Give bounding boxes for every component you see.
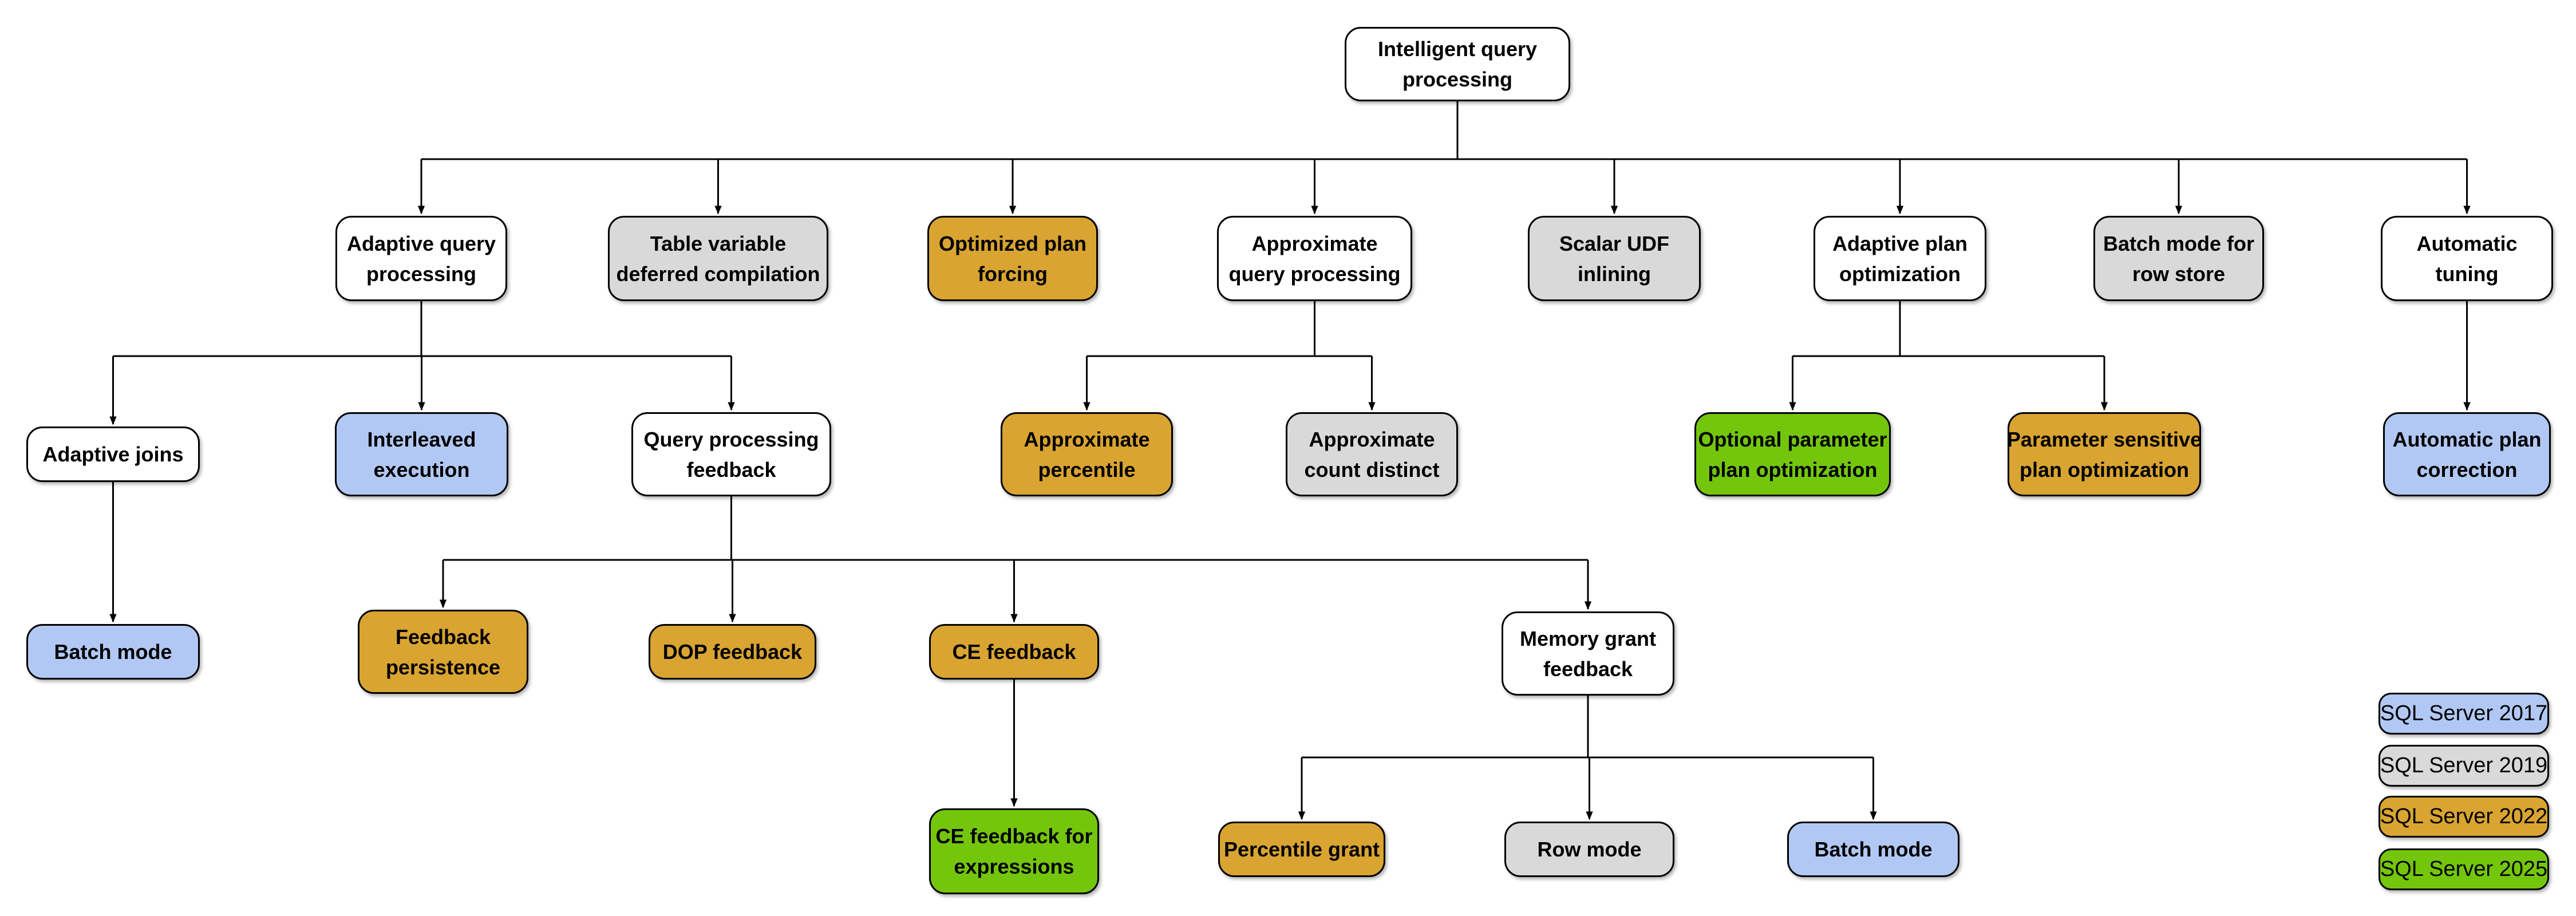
node-oppo-label: Optional parameter plan optimization xyxy=(1698,427,1887,481)
node-bmrs: Batch mode for row store xyxy=(2093,216,2264,301)
node-pg-label: Percentile grant xyxy=(1223,838,1380,861)
node-fp: Feedback persistence xyxy=(358,610,528,694)
legend-item-sql-2019-label: SQL Server 2019 xyxy=(2380,753,2548,777)
node-at: Automatic tuning xyxy=(2381,216,2553,301)
node-aqp: Adaptive query processing xyxy=(335,216,507,301)
node-oppo: Optional parameter plan optimization xyxy=(1694,412,1891,496)
node-at-label: Automatic tuning xyxy=(2416,231,2518,286)
node-apc-label: Automatic plan correction xyxy=(2392,427,2542,481)
node-adaptive_joins-label: Adaptive joins xyxy=(42,443,184,466)
node-mgf: Memory grant feedback xyxy=(1502,611,1674,696)
node-dop-label: DOP feedback xyxy=(662,640,803,664)
node-approx_cd-label: Approximate count distinct xyxy=(1304,427,1440,481)
node-fp-label: Feedback persistence xyxy=(385,625,501,679)
node-apc: Automatic plan correction xyxy=(2383,412,2551,496)
legend-item-sql-2017: SQL Server 2017 xyxy=(2379,693,2549,735)
legend-item-sql-2022: SQL Server 2022 xyxy=(2379,796,2549,838)
node-bm-label: Batch mode xyxy=(1814,838,1933,861)
legend-item-sql-2017-label: SQL Server 2017 xyxy=(2380,701,2548,725)
node-approx_cd: Approximate count distinct xyxy=(1286,412,1458,496)
node-qpf: Query processing feedback xyxy=(631,412,831,496)
node-aqproc-label: Approximate query processing xyxy=(1228,231,1401,286)
node-pspo: Parameter sensitive plan optimization xyxy=(2006,412,2202,496)
node-batch_aj-label: Batch mode xyxy=(54,640,172,664)
node-sui-label: Scalar UDF inlining xyxy=(1559,231,1670,286)
node-interleaved-label: Interleaved execution xyxy=(367,427,476,481)
node-cefe: CE feedback for expressions xyxy=(929,808,1099,894)
node-apo: Adaptive plan optimization xyxy=(1814,216,1986,301)
node-bm: Batch mode xyxy=(1787,822,1959,877)
node-rm-label: Row mode xyxy=(1537,838,1642,861)
legend-item-sql-2025: SQL Server 2025 xyxy=(2379,848,2549,890)
node-pspo-label: Parameter sensitive plan optimization xyxy=(2006,427,2202,481)
node-rm: Row mode xyxy=(1504,822,1674,877)
node-approx_pct-label: Approximate percentile xyxy=(1024,427,1150,481)
node-mgf-label: Memory grant feedback xyxy=(1519,626,1657,681)
node-batch_aj: Batch mode xyxy=(26,624,200,680)
node-cef: CE feedback xyxy=(929,624,1099,680)
node-tvdc: Table variable deferred compilation xyxy=(608,216,828,301)
node-interleaved: Interleaved execution xyxy=(335,412,508,496)
node-bmrs-label: Batch mode for row store xyxy=(2103,231,2255,286)
node-root: Intelligent query processing xyxy=(1345,27,1570,101)
legend-item-sql-2022-label: SQL Server 2022 xyxy=(2380,804,2548,828)
node-dop: DOP feedback xyxy=(649,624,816,680)
node-opf-label: Optimized plan forcing xyxy=(938,231,1086,286)
node-tvdc-label: Table variable deferred compilation xyxy=(616,231,820,286)
node-pg: Percentile grant xyxy=(1218,822,1385,877)
node-adaptive_joins: Adaptive joins xyxy=(26,427,200,482)
node-cef-label: CE feedback xyxy=(952,640,1076,664)
node-aqproc: Approximate query processing xyxy=(1217,216,1412,301)
node-cefe-label: CE feedback for expressions xyxy=(935,824,1093,878)
legend-item-sql-2019: SQL Server 2019 xyxy=(2379,745,2549,787)
legend-item-sql-2025-label: SQL Server 2025 xyxy=(2380,857,2548,881)
node-sui: Scalar UDF inlining xyxy=(1528,216,1701,301)
node-opf: Optimized plan forcing xyxy=(927,216,1098,301)
node-approx_pct: Approximate percentile xyxy=(1001,412,1173,496)
node-aqp-label: Adaptive query processing xyxy=(346,231,496,286)
node-root-label: Intelligent query processing xyxy=(1377,37,1538,91)
node-qpf-label: Query processing feedback xyxy=(643,427,819,481)
node-apo-label: Adaptive plan optimization xyxy=(1832,231,1968,286)
